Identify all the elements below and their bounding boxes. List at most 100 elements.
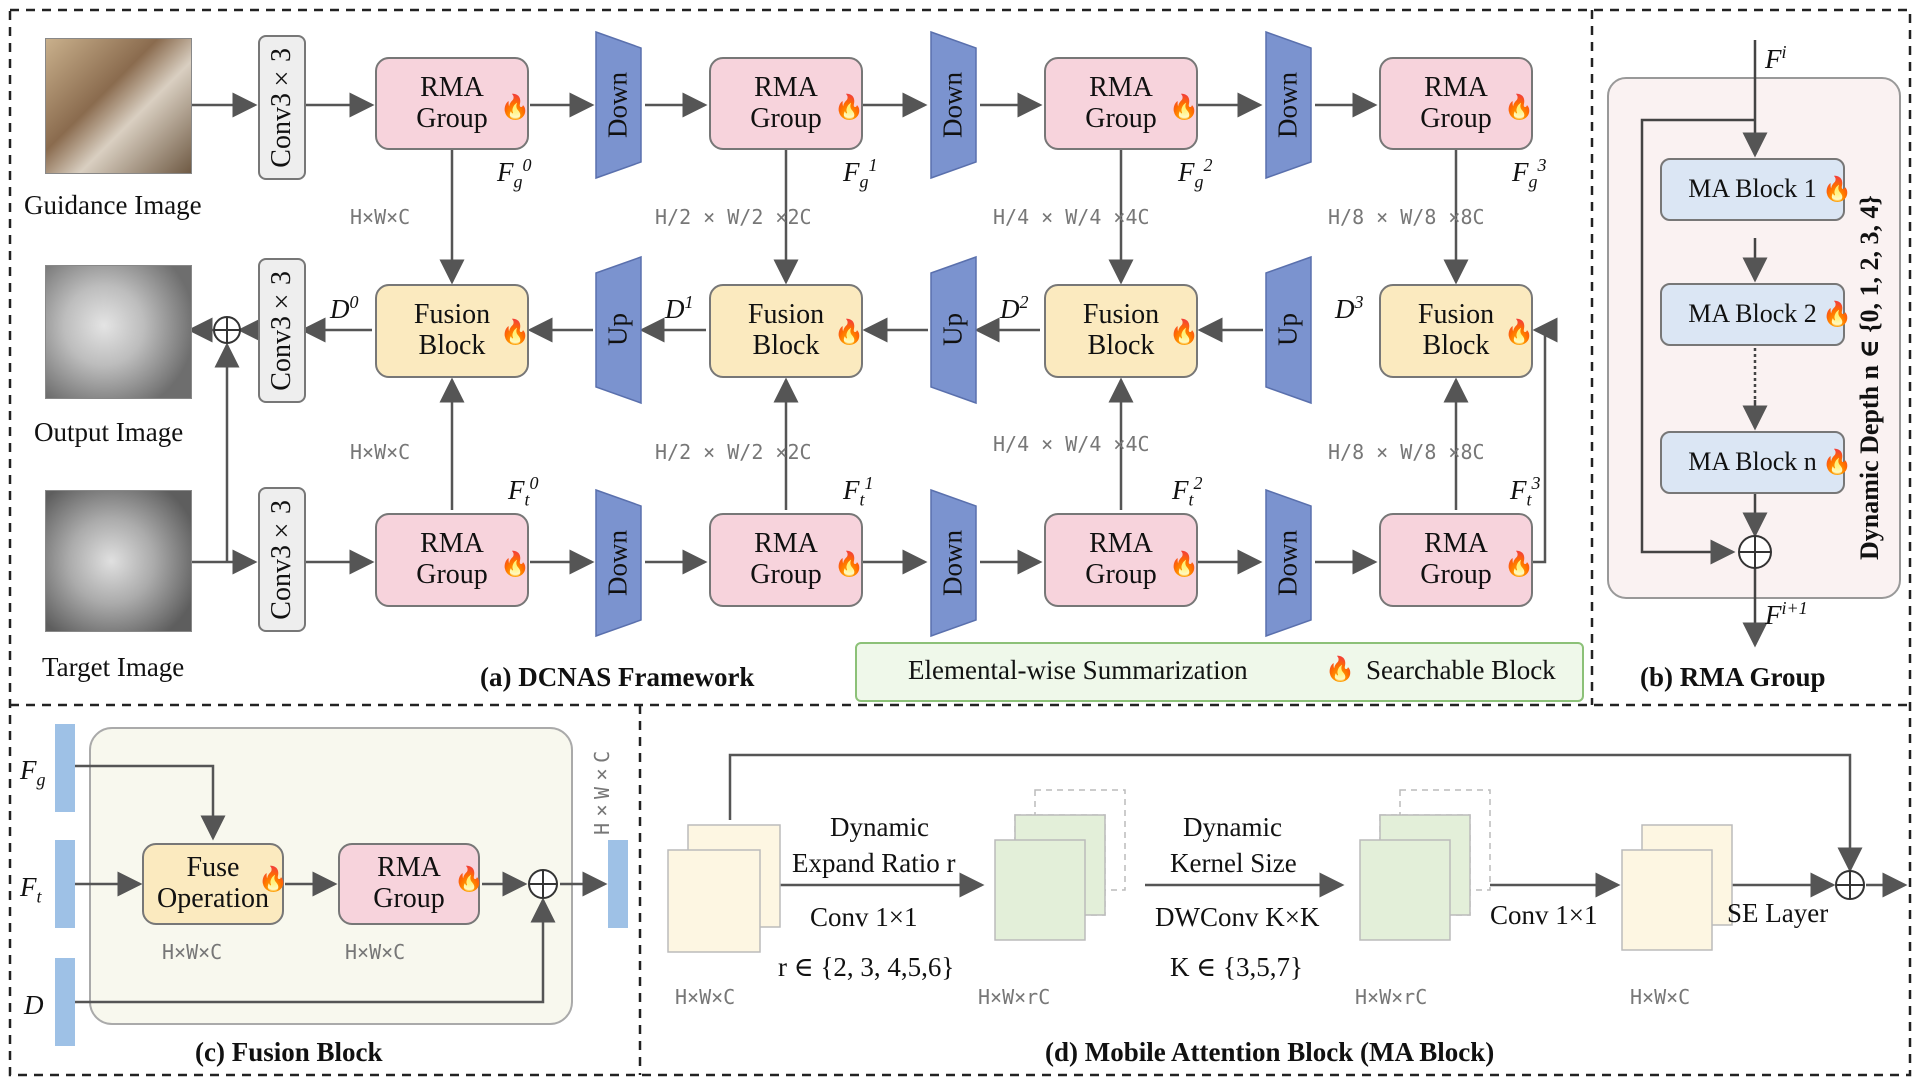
- dim-label: H×W×C: [345, 940, 406, 964]
- dim-label: H/2 × W/2 ×2C: [655, 205, 812, 229]
- feature-label-fg2: Fg2: [1178, 155, 1213, 192]
- flame-icon: 🔥: [834, 95, 864, 121]
- conv-guidance: Conv3×3: [258, 35, 306, 180]
- feature-label-fg1: Fg1: [843, 155, 878, 192]
- down-label: Down: [937, 530, 968, 596]
- legend-sum-label: Elemental-wise Summarization: [908, 655, 1248, 685]
- flame-icon: 🔥: [454, 867, 484, 893]
- kernel-text-1: Dynamic: [1183, 812, 1282, 842]
- flame-icon: 🔥: [1325, 657, 1355, 683]
- down-sampler-t3: [1265, 488, 1312, 638]
- caption-a: (a) DCNAS Framework: [480, 662, 755, 692]
- down-sampler-g3: [1265, 30, 1312, 180]
- flame-icon: 🔥: [834, 320, 864, 346]
- dim-label: H/8 × W/8 ×8C: [1328, 205, 1485, 229]
- dim-label: H×W×rC: [978, 985, 1051, 1009]
- flame-icon: 🔥: [1822, 302, 1852, 328]
- caption-d: (d) Mobile Attention Block (MA Block): [1045, 1037, 1495, 1067]
- target-image: [45, 490, 192, 632]
- flame-icon: 🔥: [500, 320, 530, 346]
- flame-icon: 🔥: [834, 552, 864, 578]
- decoder-label-d2: D2: [1000, 292, 1029, 324]
- decoder-label-d3: D3: [1335, 292, 1364, 324]
- dim-label: H/4 × W/4 ×4C: [993, 432, 1150, 456]
- se-layer-label: SE Layer: [1727, 898, 1829, 928]
- guidance-image-label: Guidance Image: [24, 190, 202, 220]
- flame-icon: 🔥: [1504, 552, 1534, 578]
- caption-b: (b) RMA Group: [1640, 662, 1826, 692]
- legend-box: [855, 642, 1584, 702]
- flame-icon: 🔥: [258, 867, 288, 893]
- dwconv-label: DWConv K×K: [1155, 902, 1320, 932]
- feature-label-fg3: Fg3: [1512, 155, 1547, 192]
- down-label: Down: [602, 530, 633, 596]
- conv-target: Conv3×3: [258, 487, 306, 632]
- feature-label-ft1: Ft1: [843, 473, 874, 510]
- dim-label: H×W×C: [350, 205, 411, 229]
- feature-label-ft2: Ft2: [1172, 473, 1203, 510]
- conv1-label: Conv 1×1: [810, 902, 918, 932]
- fusion-input-ft: Ft: [20, 872, 42, 907]
- dim-label: H×W×C: [1630, 985, 1691, 1009]
- flame-icon: 🔥: [1504, 320, 1534, 346]
- flame-icon: 🔥: [1169, 320, 1199, 346]
- ma-block-1: MA Block 1: [1660, 158, 1845, 221]
- decoder-label-d1: D1: [665, 292, 694, 324]
- dim-label: H/2 × W/2 ×2C: [655, 440, 812, 464]
- output-image: [45, 265, 192, 399]
- expand-text-1: Dynamic: [830, 812, 929, 842]
- dim-label: H×W×C: [590, 750, 614, 835]
- up-label: Up: [937, 313, 968, 347]
- decoder-label-d0: D0: [330, 292, 359, 324]
- dim-label: H/8 × W/8 ×8C: [1328, 440, 1485, 464]
- down-label: Down: [1272, 72, 1303, 138]
- caption-c: (c) Fusion Block: [195, 1037, 383, 1067]
- expand-text-2: Expand Ratio r: [792, 848, 956, 878]
- ma-block-n: MA Block n: [1660, 431, 1845, 494]
- flame-icon: 🔥: [1169, 95, 1199, 121]
- dim-label: H/4 × W/4 ×4C: [993, 205, 1150, 229]
- dynamic-depth-label: Dynamic Depth n ∈ {0, 1, 2, 3, 4}: [1855, 195, 1884, 560]
- kernel-text-2: Kernel Size: [1170, 848, 1297, 878]
- up-sampler-2: [930, 255, 977, 405]
- target-image-label: Target Image: [42, 652, 185, 682]
- k-set-label: K ∈ {3,5,7}: [1170, 952, 1303, 982]
- ma-block-2: MA Block 2: [1660, 283, 1845, 346]
- flame-icon: 🔥: [1169, 552, 1199, 578]
- down-label: Down: [1272, 530, 1303, 596]
- up-label: Up: [602, 313, 633, 347]
- rma-input-label: Fi: [1765, 42, 1787, 74]
- down-sampler-g2: [930, 30, 977, 180]
- dim-label: H×W×rC: [1355, 985, 1428, 1009]
- guidance-image: [45, 38, 192, 174]
- feature-label-fg0: Fg0: [497, 155, 532, 192]
- fusion-input-d: D: [24, 990, 44, 1020]
- flame-icon: 🔥: [500, 552, 530, 578]
- dim-label: H×W×C: [162, 940, 223, 964]
- r-set-label: r ∈ {2, 3, 4,5,6}: [778, 952, 955, 982]
- up-sampler-3: [1265, 255, 1312, 405]
- flame-icon: 🔥: [1504, 95, 1534, 121]
- up-sampler-1: [595, 255, 642, 405]
- dim-label: H×W×C: [675, 985, 736, 1009]
- flame-icon: 🔥: [1822, 450, 1852, 476]
- up-label: Up: [1272, 313, 1303, 347]
- down-label: Down: [602, 72, 633, 138]
- down-label: Down: [937, 72, 968, 138]
- feature-label-ft0: Ft0: [508, 473, 539, 510]
